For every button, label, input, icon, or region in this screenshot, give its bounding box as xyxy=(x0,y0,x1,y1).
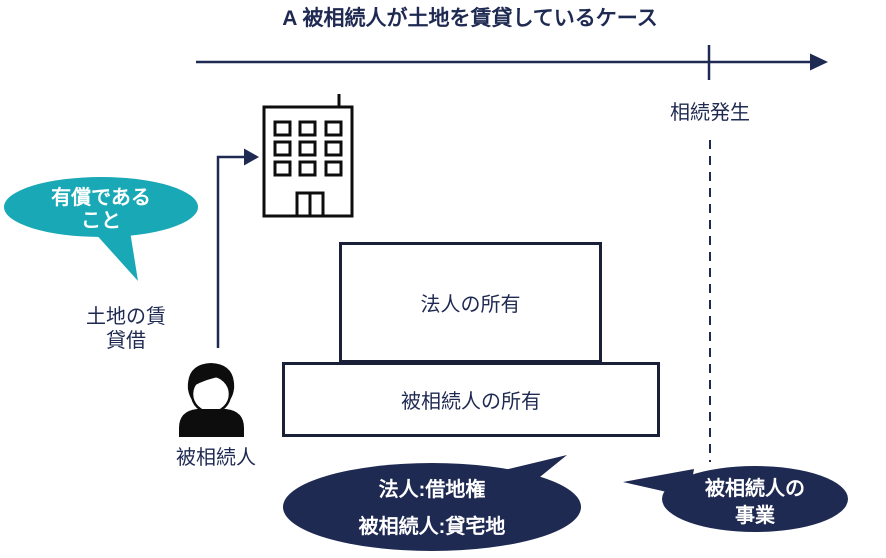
page-title: A 被相続人が土地を賃貸しているケース xyxy=(282,7,658,30)
decedent-label: 被相続人 xyxy=(176,447,256,469)
tenancy-bubble-text: 法人:借地権 被相続人:貸宅地 xyxy=(358,479,506,538)
inheritance-event-label: 相続発生 xyxy=(670,102,750,124)
person-icon xyxy=(179,363,244,437)
corporate-ownership-text: 法人の所有 xyxy=(420,294,521,316)
paid-condition-text: 有償である こと xyxy=(51,187,151,232)
decedent-business-bubble xyxy=(623,466,848,532)
building-icon xyxy=(262,94,354,218)
decedent-ownership-box: 被相続人の所有 xyxy=(282,362,660,437)
lease-arrow xyxy=(216,148,259,348)
tenancy-bubble xyxy=(283,455,581,551)
decedent-ownership-text: 被相続人の所有 xyxy=(401,391,541,413)
corporate-ownership-box: 法人の所有 xyxy=(339,242,602,363)
timeline-arrow xyxy=(196,45,828,80)
paid-condition-bubble xyxy=(4,177,198,281)
decedent-business-text: 被相続人の 事業 xyxy=(705,478,805,527)
land-lease-label: 土地の賃 貸借 xyxy=(86,306,166,352)
